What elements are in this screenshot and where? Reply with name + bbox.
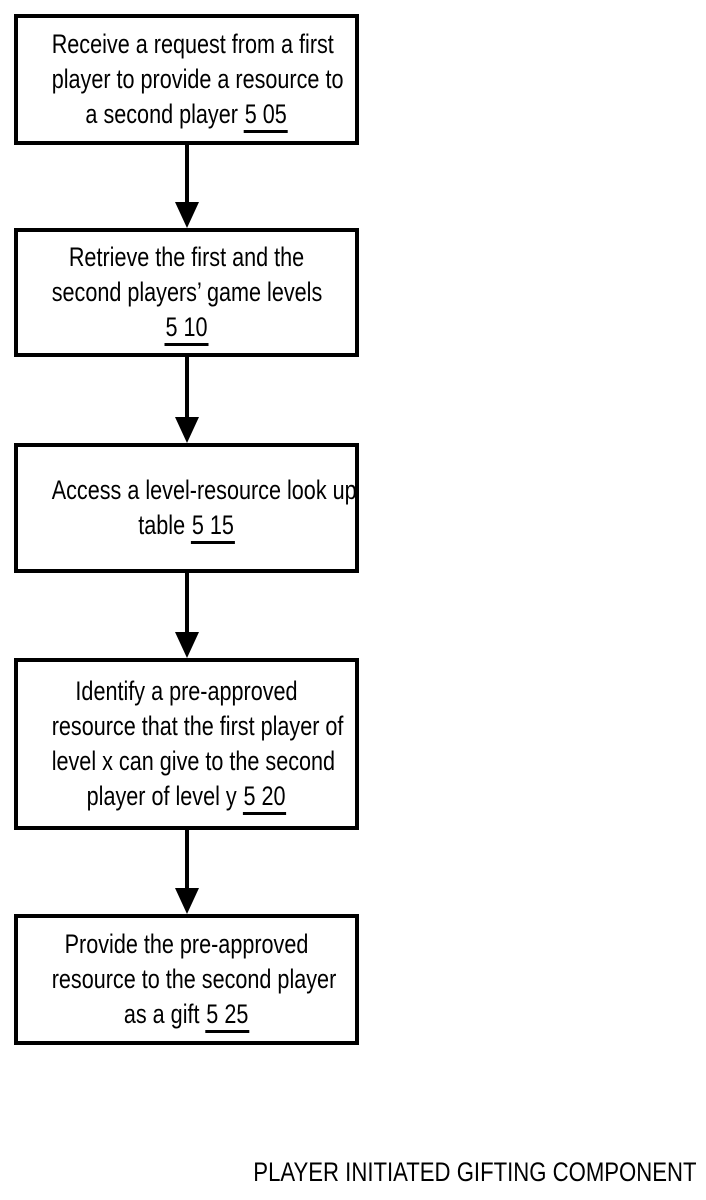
step-text-line: Access a level-resource look up	[51, 475, 357, 505]
flow-arrow	[175, 145, 199, 228]
step-text-line: Retrieve the first and the	[68, 242, 305, 272]
step-text-line: Receive a request from a first	[51, 29, 334, 59]
step-text-line: player of level y 5 20	[52, 779, 322, 815]
step-text-line: second players’ game levels	[51, 277, 323, 307]
step-text-line: Identify a pre-approved	[75, 676, 298, 706]
step-box-receive-request: Receive a request from a first player to …	[14, 14, 359, 145]
reference-number: 5 15	[191, 510, 235, 544]
reference-number: 5 10	[164, 312, 209, 346]
step-text-line: table 5 15	[52, 508, 322, 544]
arrow-down-head-icon	[175, 632, 199, 658]
step-text: Receive a request from a first player to …	[51, 27, 344, 133]
reference-number: 5 25	[205, 999, 250, 1033]
arrow-down-head-icon	[175, 888, 199, 914]
arrow-shaft	[185, 573, 189, 632]
flow-arrow	[175, 830, 199, 914]
arrow-shaft	[185, 357, 189, 417]
figure-caption: PLAYER INITIATED GIFTING COMPONENT	[253, 1157, 697, 1187]
step-text-line: 5 10	[52, 310, 322, 346]
flow-arrow	[175, 357, 199, 443]
step-text: Identify a pre-approved resource that the…	[51, 674, 344, 815]
arrow-shaft	[185, 145, 189, 202]
step-text-line: resource that the first player of	[51, 711, 344, 741]
flow-arrow	[175, 573, 199, 658]
reference-number: 5 20	[242, 781, 287, 815]
step-text-line: resource to the second player	[51, 964, 337, 994]
step-box-provide-resource-gift: Provide the pre-approved resource to the …	[14, 914, 359, 1045]
arrow-down-head-icon	[175, 202, 199, 228]
step-text-line: as a gift 5 25	[52, 997, 322, 1033]
step-text: Provide the pre-approved resource to the …	[51, 927, 337, 1033]
arrow-down-head-icon	[175, 417, 199, 443]
step-text-line: player to provide a resource to	[51, 64, 344, 94]
step-box-retrieve-levels: Retrieve the first and the second players…	[14, 228, 359, 357]
step-box-identify-preapproved-resource: Identify a pre-approved resource that the…	[14, 658, 359, 830]
step-text-line: level x can give to the second	[51, 746, 336, 776]
arrow-shaft	[185, 830, 189, 888]
step-text-line: Provide the pre-approved	[64, 929, 309, 959]
step-text-line: a second player 5 05	[52, 97, 322, 133]
step-text: Retrieve the first and the second players…	[51, 240, 323, 346]
reference-number: 5 05	[243, 99, 288, 133]
